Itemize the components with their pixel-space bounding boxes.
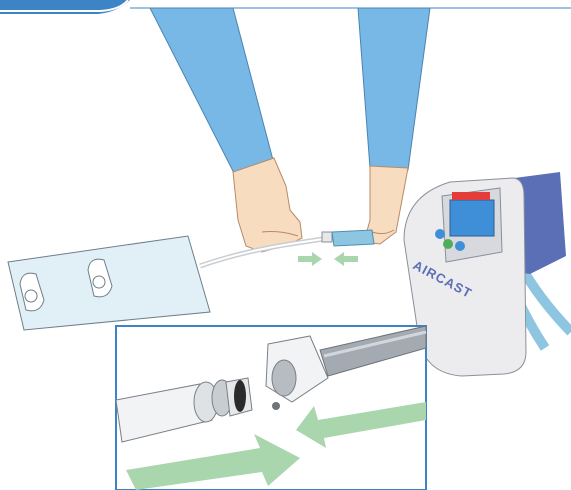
- device-button-left: [435, 229, 445, 239]
- cold-therapy-cuff: [8, 236, 210, 330]
- corner-banner: [0, 0, 571, 14]
- device-screen: [450, 200, 494, 236]
- device-button-right: [455, 241, 465, 251]
- device-button-middle: [443, 239, 453, 249]
- connector-detail-inset: [116, 326, 426, 490]
- device-screen-header: [452, 192, 490, 200]
- left-arm: [150, 8, 302, 252]
- connect-arrows-icon: [298, 252, 358, 266]
